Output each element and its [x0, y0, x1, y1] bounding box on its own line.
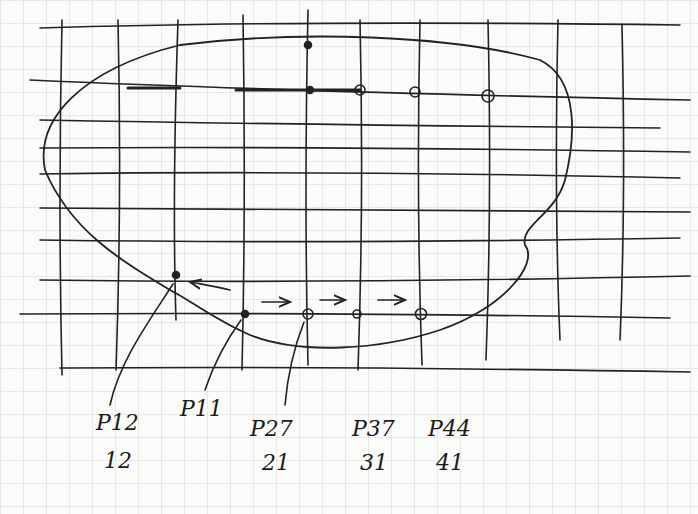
point-number: 31 — [360, 452, 388, 474]
point-label: P44 — [428, 418, 471, 440]
point-label: P11 — [180, 398, 223, 420]
point-number: 12 — [104, 450, 132, 472]
point-label: P12 — [96, 412, 139, 434]
point-number: 21 — [262, 452, 290, 474]
point-number: 41 — [436, 452, 464, 474]
point-label: P27 — [250, 418, 293, 440]
point-label: P37 — [352, 418, 395, 440]
